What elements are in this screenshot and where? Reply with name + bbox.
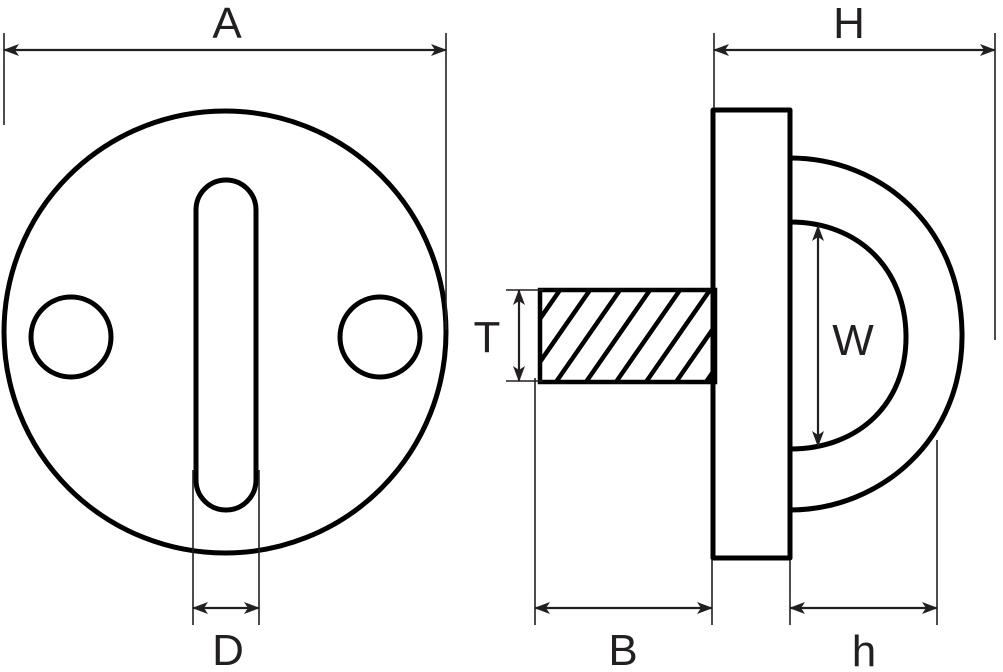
- right-mounting-hole: [337, 294, 423, 380]
- d-ring-inner-arc: [787, 219, 909, 452]
- dimension-A-label: A: [212, 0, 242, 48]
- stud-hatching: [540, 290, 715, 382]
- stud-outline: [537, 287, 718, 385]
- plate-outer-circle: [1, 108, 449, 556]
- dimension-h-label: h: [852, 627, 876, 672]
- dimension-D: D: [192, 470, 260, 672]
- dimension-h: h: [789, 440, 938, 672]
- dimension-B-label: B: [608, 626, 637, 672]
- center-slot: [193, 177, 259, 513]
- front-view-round-plate: A D: [1, 0, 449, 672]
- side-section-view: T H W B: [474, 0, 996, 672]
- d-ring-outer-arc: [787, 155, 965, 513]
- dimension-D-label: D: [212, 626, 244, 672]
- dimension-H-label: H: [833, 0, 865, 48]
- dimension-T-label: T: [474, 313, 501, 362]
- left-mounting-hole: [28, 294, 114, 380]
- threaded-stud-section: [537, 287, 718, 385]
- dimension-W: W: [812, 225, 874, 447]
- flange-plate-rect: [710, 107, 793, 561]
- dimension-H: H: [713, 0, 996, 340]
- dimension-W-label: W: [832, 316, 874, 365]
- dimension-B: B: [534, 378, 713, 672]
- dimension-T: T: [474, 289, 543, 382]
- dimension-A: A: [3, 0, 447, 330]
